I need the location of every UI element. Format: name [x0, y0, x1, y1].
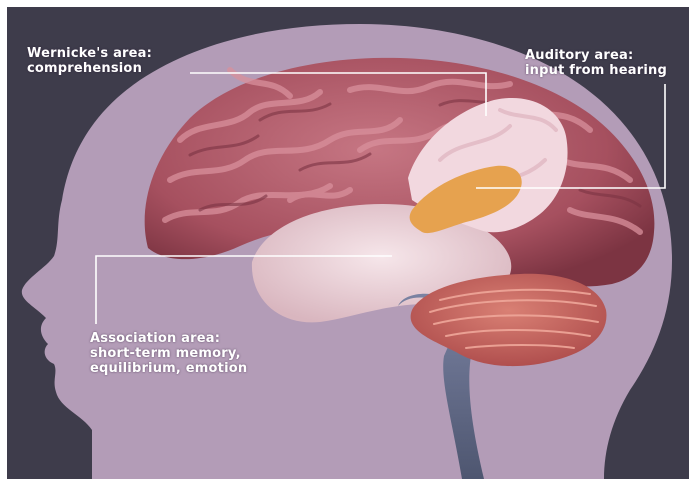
auditory-area-label: Auditory area: input from hearing [525, 48, 667, 78]
association-area-label: Association area: short-term memory, equ… [90, 331, 247, 376]
wernicke-label-desc: comprehension [27, 61, 152, 76]
wernicke-area-label: Wernicke's area: comprehension [27, 46, 152, 76]
association-label-desc-2: equilibrium, emotion [90, 361, 247, 376]
association-label-desc-1: short-term memory, [90, 346, 247, 361]
auditory-label-desc: input from hearing [525, 63, 667, 78]
association-label-title: Association area: [90, 331, 247, 346]
auditory-label-title: Auditory area: [525, 48, 667, 63]
wernicke-label-title: Wernicke's area: [27, 46, 152, 61]
